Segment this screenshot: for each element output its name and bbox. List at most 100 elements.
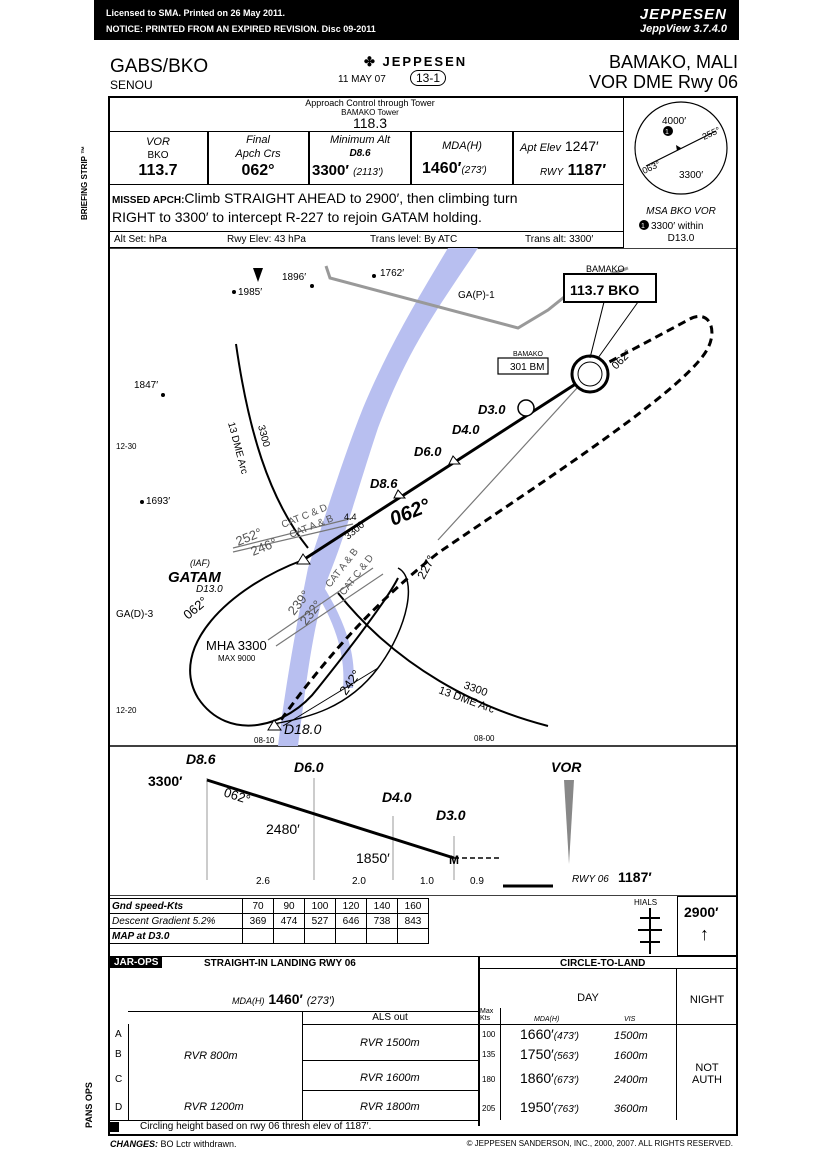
chart-logo: ✤ JEPPESEN	[364, 54, 467, 70]
divider	[478, 1024, 738, 1025]
airport-name: SENOU	[110, 78, 153, 92]
mda-label: MDA(H)	[442, 140, 482, 152]
cat-d: D	[115, 1102, 123, 1113]
gs-cell: 100	[304, 898, 336, 914]
gs-cell: 120	[335, 898, 367, 914]
cat-c: C	[115, 1074, 123, 1085]
svg-text:3300′ within: 3300′ within	[651, 221, 703, 232]
map-label: MAP at D3.0	[109, 928, 243, 944]
changes-label: CHANGES:	[110, 1139, 159, 1149]
ctl-vis-c: 2400m	[614, 1074, 648, 1086]
svg-text:M: M	[449, 853, 459, 867]
rwy-elev-hpa: Rwy Elev: 43 hPa	[227, 234, 306, 245]
ctl-hat: (763′)	[553, 1104, 580, 1115]
rvr-ab: RVR 800m	[184, 1050, 238, 1062]
gradient-label: Descent Gradient 5.2%	[109, 913, 243, 929]
license-bar: Licensed to SMA. Printed on 26 May 2011.…	[94, 0, 739, 40]
svg-text:1: 1	[665, 129, 669, 136]
cat-b: B	[115, 1049, 122, 1060]
svg-text:1850′: 1850′	[356, 850, 390, 866]
ctl-vis-label: VIS	[624, 1016, 636, 1023]
divider	[302, 1011, 303, 1121]
rwy-elev-value: 1187′	[567, 162, 607, 179]
mda-value: 1460′	[422, 160, 462, 177]
gradient-text: Descent Gradient	[112, 915, 190, 927]
svg-text:1985′: 1985′	[238, 287, 262, 298]
svg-text:D3.0: D3.0	[478, 402, 506, 417]
svg-text:MSA BKO VOR: MSA BKO VOR	[646, 206, 716, 217]
svg-text:D4.0: D4.0	[452, 422, 480, 437]
up-arrow-icon: ↑	[700, 924, 709, 944]
ctl-mda: 1860′	[520, 1070, 554, 1086]
procedure-name: VOR DME Rwy 06	[588, 72, 738, 92]
minalt-fix: D8.6	[349, 148, 371, 159]
rvr-als-d: RVR 1800m	[360, 1101, 420, 1113]
divider	[478, 968, 738, 969]
alt-set: Alt Set: hPa	[114, 234, 167, 245]
msa-alt1: 4000′	[662, 116, 686, 127]
svg-text:12-20: 12-20	[116, 706, 137, 715]
ctl-vis-b: 1600m	[614, 1050, 648, 1062]
svg-text:GATAM: GATAM	[168, 569, 221, 586]
gs-cell: 140	[366, 898, 398, 914]
plan-view: GA(P)-1 GA(D)-3 1896′ 1762′ 1985′ 1847′ …	[108, 248, 738, 746]
ctl-mda-label: MDA(H)	[534, 1016, 560, 1023]
rate-cell: 474	[273, 913, 305, 929]
gs-cell: 90	[273, 898, 305, 914]
svg-text:301 BM: 301 BM	[510, 362, 544, 373]
svg-text:D18.0: D18.0	[284, 721, 322, 737]
svg-text:062°: 062°	[180, 594, 210, 623]
trans-alt: Trans alt: 3300′	[525, 234, 594, 245]
svg-text:D6.0: D6.0	[414, 444, 442, 459]
svg-text:D8.6: D8.6	[370, 476, 398, 491]
crs-label: Final	[246, 134, 270, 146]
gs-row-label: Gnd speed-Kts	[109, 898, 243, 914]
gradient-value: 5.2%	[192, 915, 216, 927]
svg-text:12-30: 12-30	[116, 442, 137, 451]
rwy-elev: RWY 1187′	[540, 162, 606, 180]
rwy-label: RWY	[540, 167, 564, 178]
divider	[512, 131, 514, 185]
app-version: JeppView 3.7.4.0	[639, 23, 727, 35]
rate-cell: 646	[335, 913, 367, 929]
rvr-als-c: RVR 1600m	[360, 1072, 420, 1084]
svg-text:MAX 9000: MAX 9000	[218, 654, 256, 663]
ma-box	[677, 896, 738, 956]
vor-id: BKO	[147, 150, 169, 161]
divider	[302, 1024, 478, 1025]
svg-text:08-00: 08-00	[474, 734, 495, 743]
divider	[207, 131, 209, 185]
cat-a: A	[115, 1029, 122, 1040]
si-mda-value: 1460′	[268, 991, 303, 1007]
apt-elev-label: Apt Elev	[520, 142, 561, 154]
minima-box	[108, 956, 738, 1136]
pans-ops-label: PANS OPS	[84, 1082, 94, 1128]
minalt-label: Minimum Alt	[329, 134, 391, 146]
min-alt: 3300′ (2113′)	[312, 162, 383, 179]
svg-text:1: 1	[641, 223, 645, 230]
divider	[478, 956, 480, 1126]
svg-text:1896′: 1896′	[282, 272, 306, 283]
svg-text:062°: 062°	[610, 348, 635, 373]
not-auth-1: NOT	[695, 1062, 719, 1074]
svg-text:GA(D)-3: GA(D)-3	[116, 609, 154, 620]
rvr-cd: RVR 1200m	[184, 1101, 244, 1113]
jar-ops-label: JAR-OPS	[110, 957, 163, 968]
svg-text:D13.0: D13.0	[196, 584, 223, 595]
svg-text:BAMAKO: BAMAKO	[586, 264, 625, 274]
divider	[500, 1008, 501, 1120]
briefing-strip-label: BRIEFING STRIP ™	[80, 145, 89, 220]
ctl-hat: (673′)	[553, 1075, 580, 1086]
ctl-kts-d: 205	[482, 1104, 496, 1113]
straight-in-label: STRAIGHT-IN LANDING RWY 06	[204, 958, 356, 969]
ctl-mda: 1750′	[520, 1046, 554, 1062]
ma-altitude: 2900′	[684, 904, 719, 920]
divider	[302, 1090, 478, 1091]
svg-text:BAMAKO: BAMAKO	[513, 351, 544, 358]
ctl-label: CIRCLE-TO-LAND	[560, 958, 646, 969]
msa-diagram: 4000′ 1 255° 063° 3300′ MSA BKO VOR 1 33…	[634, 101, 728, 244]
svg-text:08-10: 08-10	[254, 736, 275, 745]
svg-text:D4.0: D4.0	[382, 789, 412, 805]
svg-text:1762′: 1762′	[380, 268, 404, 279]
rate-cell: 369	[242, 913, 274, 929]
